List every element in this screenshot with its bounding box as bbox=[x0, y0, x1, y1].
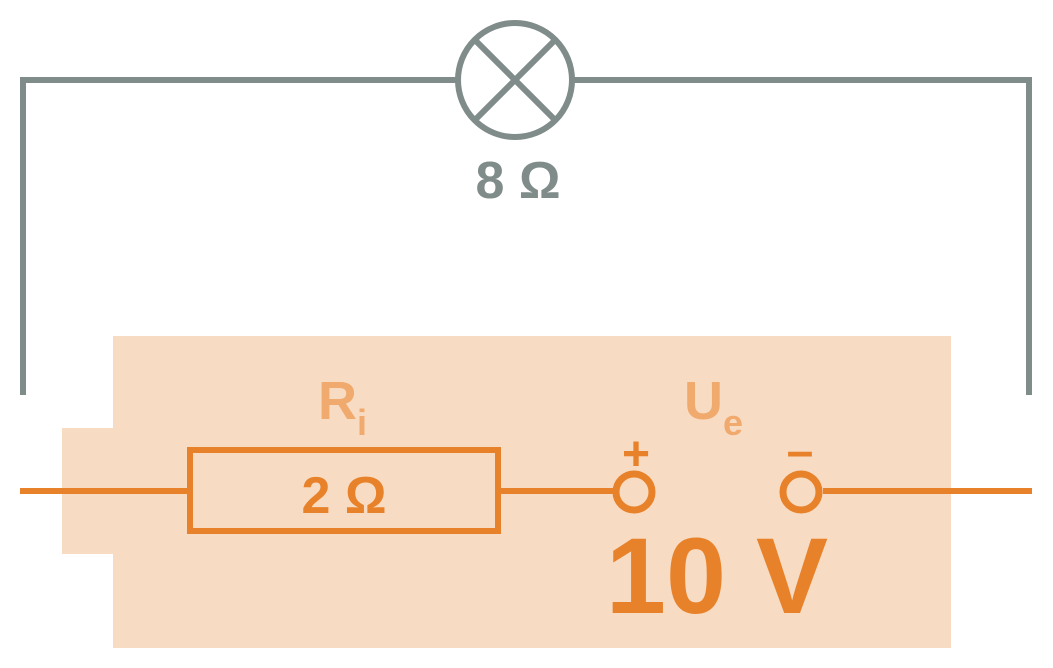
positive-terminal-sign: + bbox=[622, 428, 650, 481]
positive-terminal bbox=[612, 470, 656, 514]
internal-resistor bbox=[187, 447, 501, 534]
lamp-resistance-label: 8 Ω bbox=[475, 152, 560, 210]
internal-resistance-value: 2 Ω bbox=[301, 467, 386, 525]
emf-symbol: Ue bbox=[684, 371, 743, 443]
lamp-symbol-icon bbox=[455, 20, 575, 140]
external-wire bbox=[20, 77, 1032, 493]
negative-terminal-sign: – bbox=[787, 425, 814, 478]
negative-terminal bbox=[779, 470, 823, 514]
internal-resistance-symbol: Ri bbox=[318, 371, 367, 443]
emf-value: 10 V bbox=[606, 515, 828, 636]
